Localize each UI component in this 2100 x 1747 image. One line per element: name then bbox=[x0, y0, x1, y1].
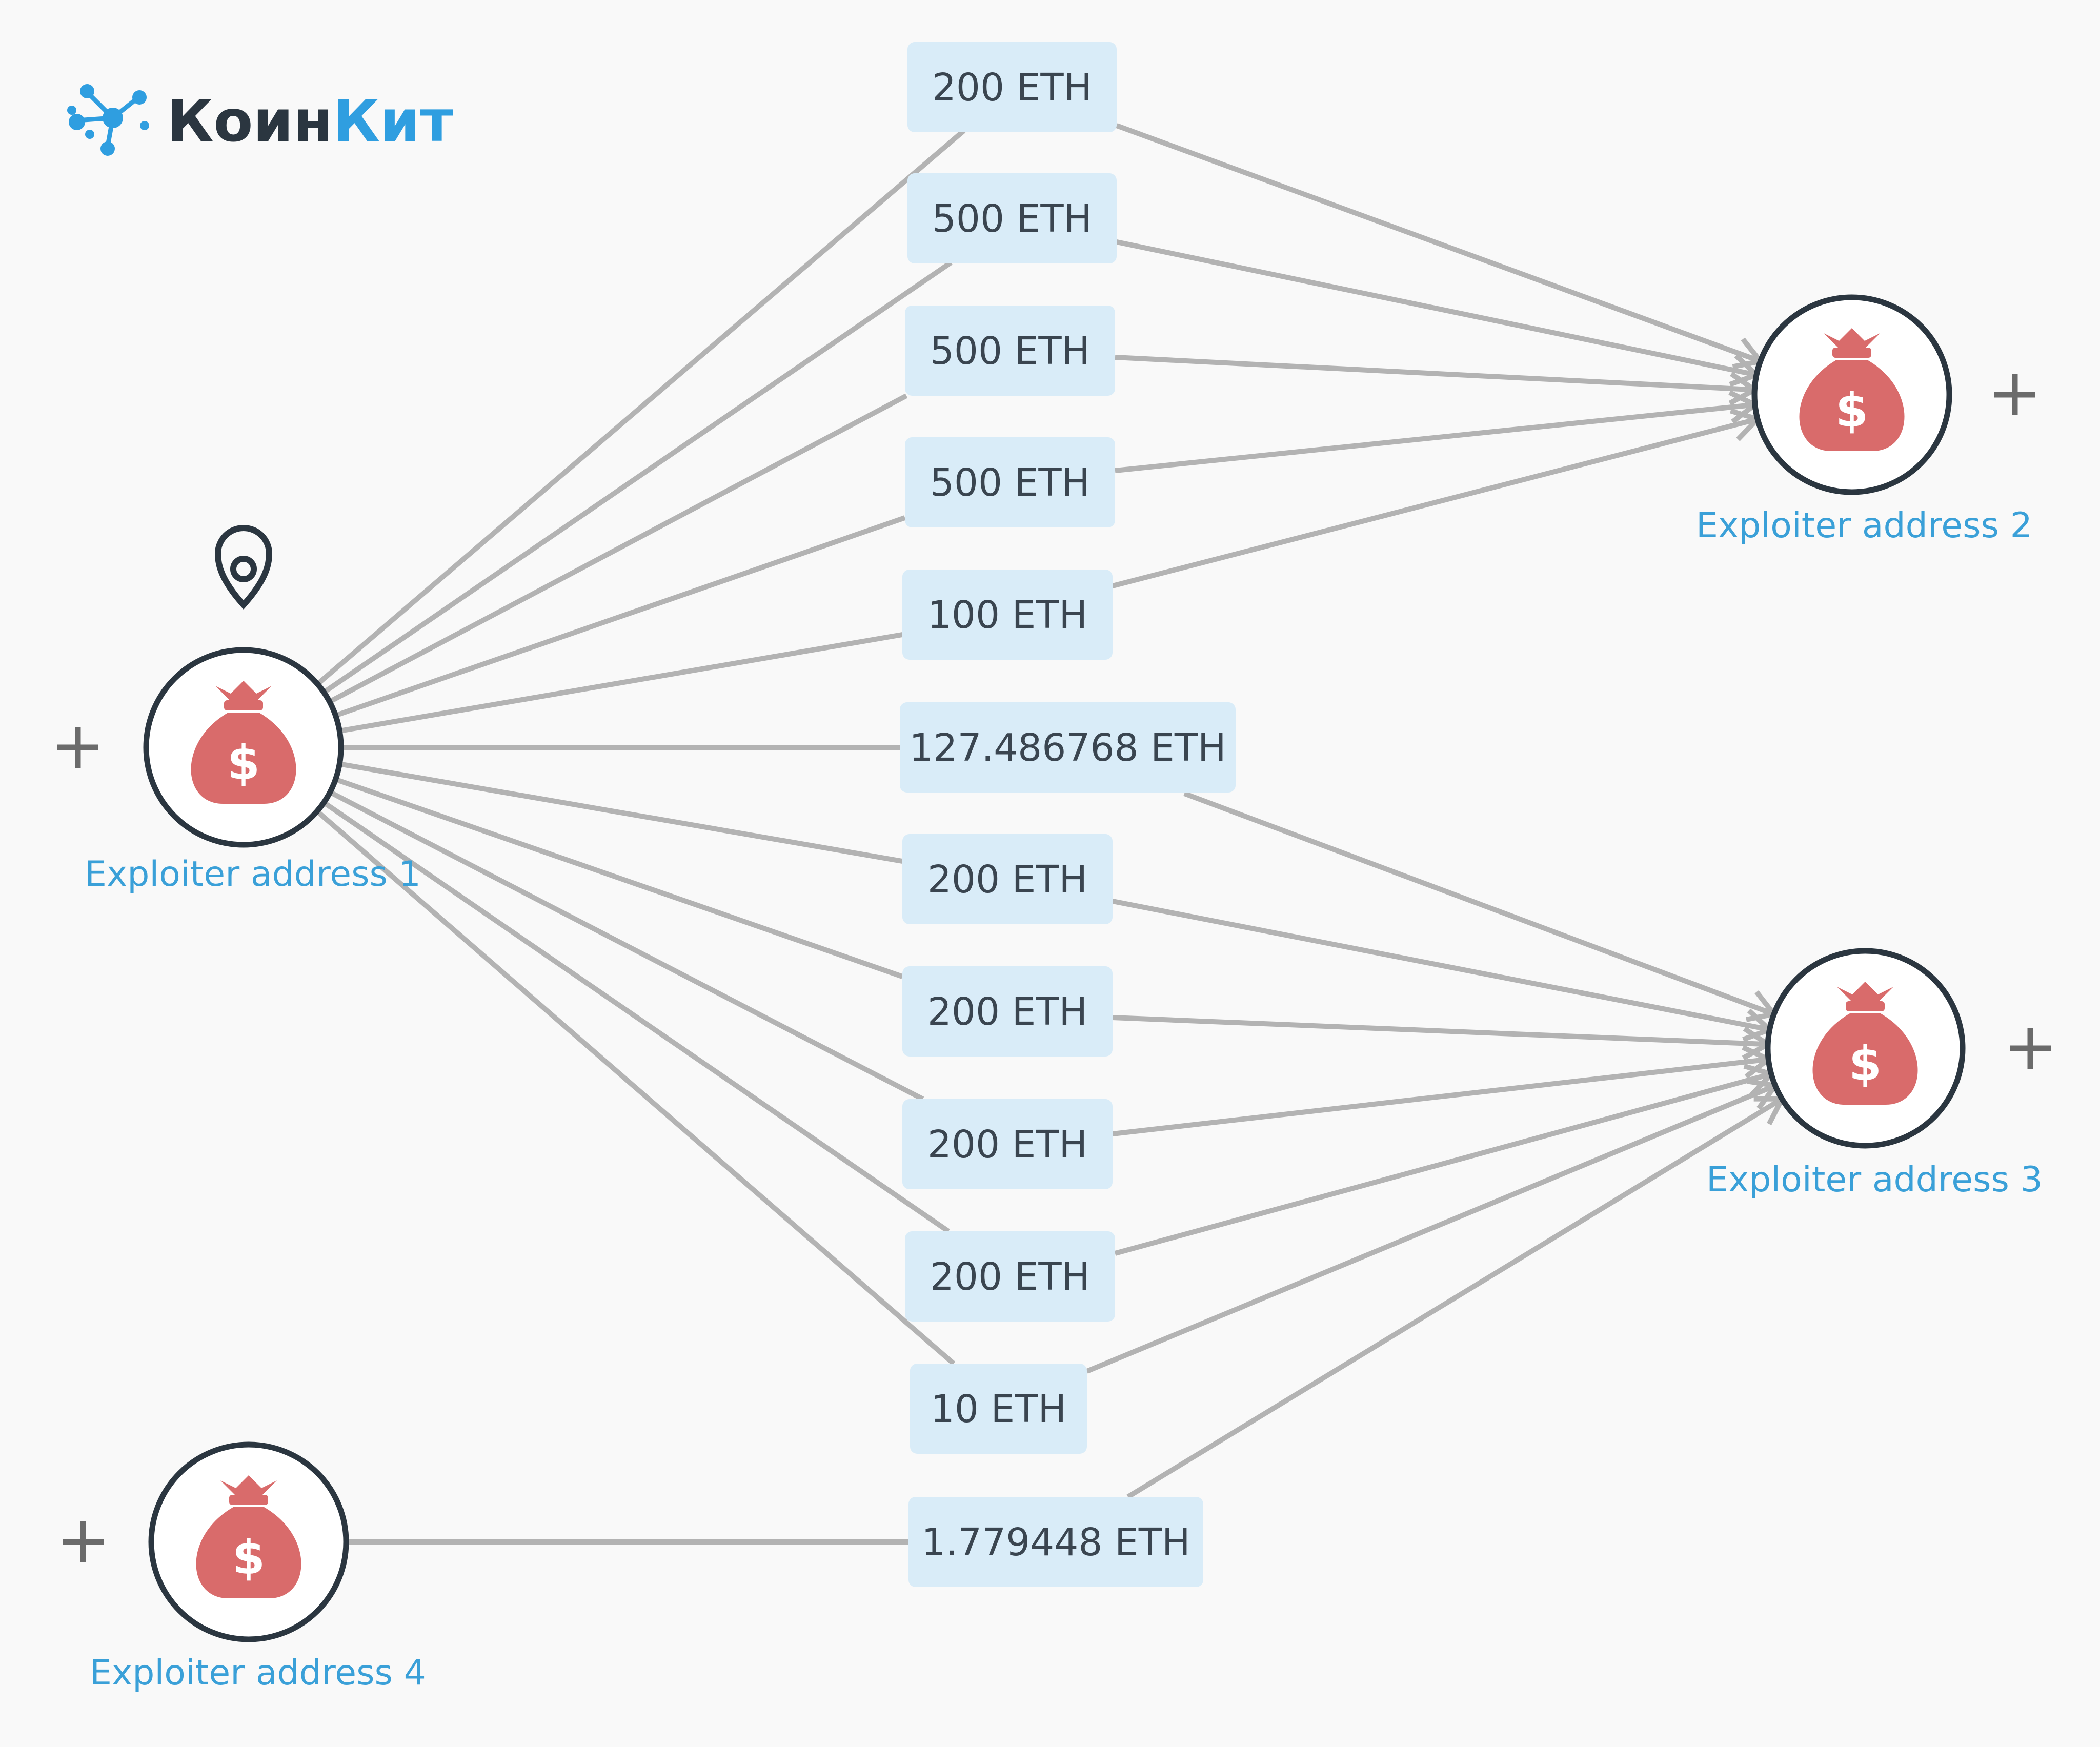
edge-amount-label[interactable]: 200 ETH bbox=[905, 1231, 1115, 1322]
edge-line-out bbox=[1116, 123, 1762, 364]
money-bag-icon: $ bbox=[196, 1475, 301, 1598]
edge-amount-label[interactable]: 200 ETH bbox=[902, 966, 1113, 1057]
location-pin-icon bbox=[214, 525, 273, 610]
edge-amount-label[interactable]: 10 ETH bbox=[910, 1364, 1087, 1454]
amount-label-box bbox=[910, 1364, 1087, 1454]
amount-text: 500 ETH bbox=[932, 197, 1092, 241]
amount-label-box bbox=[902, 1099, 1113, 1189]
edge-line-out bbox=[1114, 1071, 1772, 1256]
logo-text-part1: Коин bbox=[167, 88, 333, 155]
amount-label-box bbox=[902, 570, 1113, 660]
amount-text: 200 ETH bbox=[932, 66, 1092, 110]
brand-logo[interactable]: КоинКит bbox=[67, 84, 453, 156]
amount-text: 500 ETH bbox=[930, 329, 1090, 373]
edge-line-out bbox=[1112, 416, 1759, 588]
edge-amount-label[interactable]: 200 ETH bbox=[902, 834, 1113, 924]
amount-label-box bbox=[902, 966, 1113, 1057]
edge-line-out bbox=[1112, 1057, 1769, 1136]
edge-line-in bbox=[315, 809, 956, 1366]
edge-line-in bbox=[322, 800, 950, 1234]
edge-line-out bbox=[1116, 239, 1757, 378]
edge-amount-label[interactable]: 200 ETH bbox=[902, 1099, 1113, 1189]
node-label: Exploiter address 2 bbox=[1696, 505, 2032, 546]
money-bag-icon: $ bbox=[1812, 982, 1918, 1105]
edge-line-out bbox=[1126, 1096, 1784, 1499]
amount-label-box bbox=[905, 306, 1115, 396]
edge-line-out bbox=[1115, 355, 1755, 393]
svg-text:КоинКит: КоинКит bbox=[167, 88, 453, 155]
plus-icon[interactable] bbox=[63, 1521, 104, 1562]
amount-text: 1.779448 ETH bbox=[921, 1520, 1190, 1565]
edge-line-out bbox=[1086, 1083, 1776, 1374]
svg-text:$: $ bbox=[1849, 1037, 1882, 1091]
node-label: Exploiter address 3 bbox=[1706, 1160, 2043, 1200]
amount-text: 200 ETH bbox=[927, 1123, 1087, 1167]
svg-text:$: $ bbox=[1835, 383, 1868, 438]
amount-label-box bbox=[900, 702, 1236, 793]
address-node-a1[interactable]: $ Exploiter address 1 bbox=[85, 647, 421, 895]
svg-text:$: $ bbox=[227, 736, 260, 790]
edge-line-in bbox=[329, 789, 924, 1102]
amount-text: 10 ETH bbox=[931, 1387, 1066, 1431]
node-label: Exploiter address 4 bbox=[90, 1653, 426, 1693]
node-label: Exploiter address 1 bbox=[85, 854, 421, 895]
amount-text: 200 ETH bbox=[930, 1255, 1090, 1299]
amount-text: 100 ETH bbox=[927, 593, 1087, 637]
address-node-a3[interactable]: $ Exploiter address 3 bbox=[1706, 948, 2043, 1200]
edge-amount-label[interactable]: 1.779448 ETH bbox=[908, 1497, 1203, 1587]
edge-line-in bbox=[339, 632, 903, 734]
amount-label-box bbox=[908, 1497, 1203, 1587]
plus-icon[interactable] bbox=[57, 727, 98, 768]
edge-amount-label[interactable]: 500 ETH bbox=[907, 173, 1117, 263]
edge-amount-label[interactable]: 500 ETH bbox=[905, 437, 1115, 527]
edge-amount-label[interactable]: 500 ETH bbox=[905, 306, 1115, 396]
edge-amount-label[interactable]: 100 ETH bbox=[902, 570, 1113, 660]
edge-amount-label[interactable]: 200 ETH bbox=[907, 42, 1117, 132]
network-logo-icon bbox=[67, 84, 149, 156]
edge-line-in bbox=[328, 393, 908, 704]
edge-line-in bbox=[334, 777, 903, 979]
edge-line-in bbox=[334, 515, 906, 718]
edge-line-in bbox=[316, 129, 966, 686]
edge-line-out bbox=[1112, 1015, 1768, 1047]
edge-line-out bbox=[1112, 899, 1770, 1032]
plus-icon[interactable] bbox=[1994, 374, 2035, 415]
amount-label-box bbox=[902, 834, 1113, 924]
logo-text-part2: Кит bbox=[333, 88, 453, 155]
amount-text: 200 ETH bbox=[927, 990, 1087, 1034]
amount-text: 500 ETH bbox=[930, 461, 1090, 505]
amount-label-box bbox=[907, 42, 1117, 132]
amount-label-box bbox=[905, 1231, 1115, 1322]
address-node-a2[interactable]: $ Exploiter address 2 bbox=[1696, 294, 2032, 546]
amount-text: 200 ETH bbox=[927, 858, 1087, 902]
money-bag-icon: $ bbox=[191, 681, 296, 804]
address-node-a4[interactable]: $ Exploiter address 4 bbox=[90, 1441, 426, 1693]
edge-line-in bbox=[322, 260, 953, 695]
amount-label-box bbox=[907, 173, 1117, 263]
edge-line-in bbox=[339, 761, 903, 864]
svg-text:$: $ bbox=[232, 1530, 265, 1585]
amount-text: 127.486768 ETH bbox=[909, 726, 1226, 770]
plus-icon[interactable] bbox=[2010, 1028, 2051, 1069]
edge-line-out bbox=[1183, 791, 1775, 1017]
edge-line-out bbox=[1115, 402, 1755, 473]
money-bag-icon: $ bbox=[1799, 328, 1905, 451]
amount-label-box bbox=[905, 437, 1115, 527]
edge-amount-label[interactable]: 127.486768 ETH bbox=[900, 702, 1236, 793]
